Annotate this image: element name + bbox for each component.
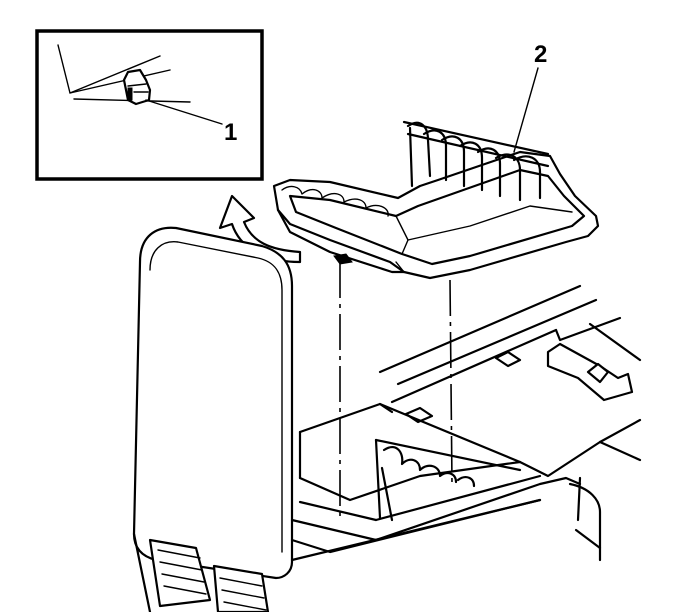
alignment-lines [339,262,453,520]
leader-line-2 [513,67,539,153]
storage-tray [272,120,600,280]
detail-inset: 1 [35,29,264,181]
rear-vent-left [132,532,212,612]
center-console [290,284,642,562]
tray-dividers [402,120,550,202]
armrest-lid [132,226,294,580]
callout-1: 1 [224,119,237,146]
leader-line-1 [145,99,223,125]
retaining-clip [122,68,152,106]
rear-vent-right [212,564,270,612]
callout-2: 2 [534,41,547,68]
